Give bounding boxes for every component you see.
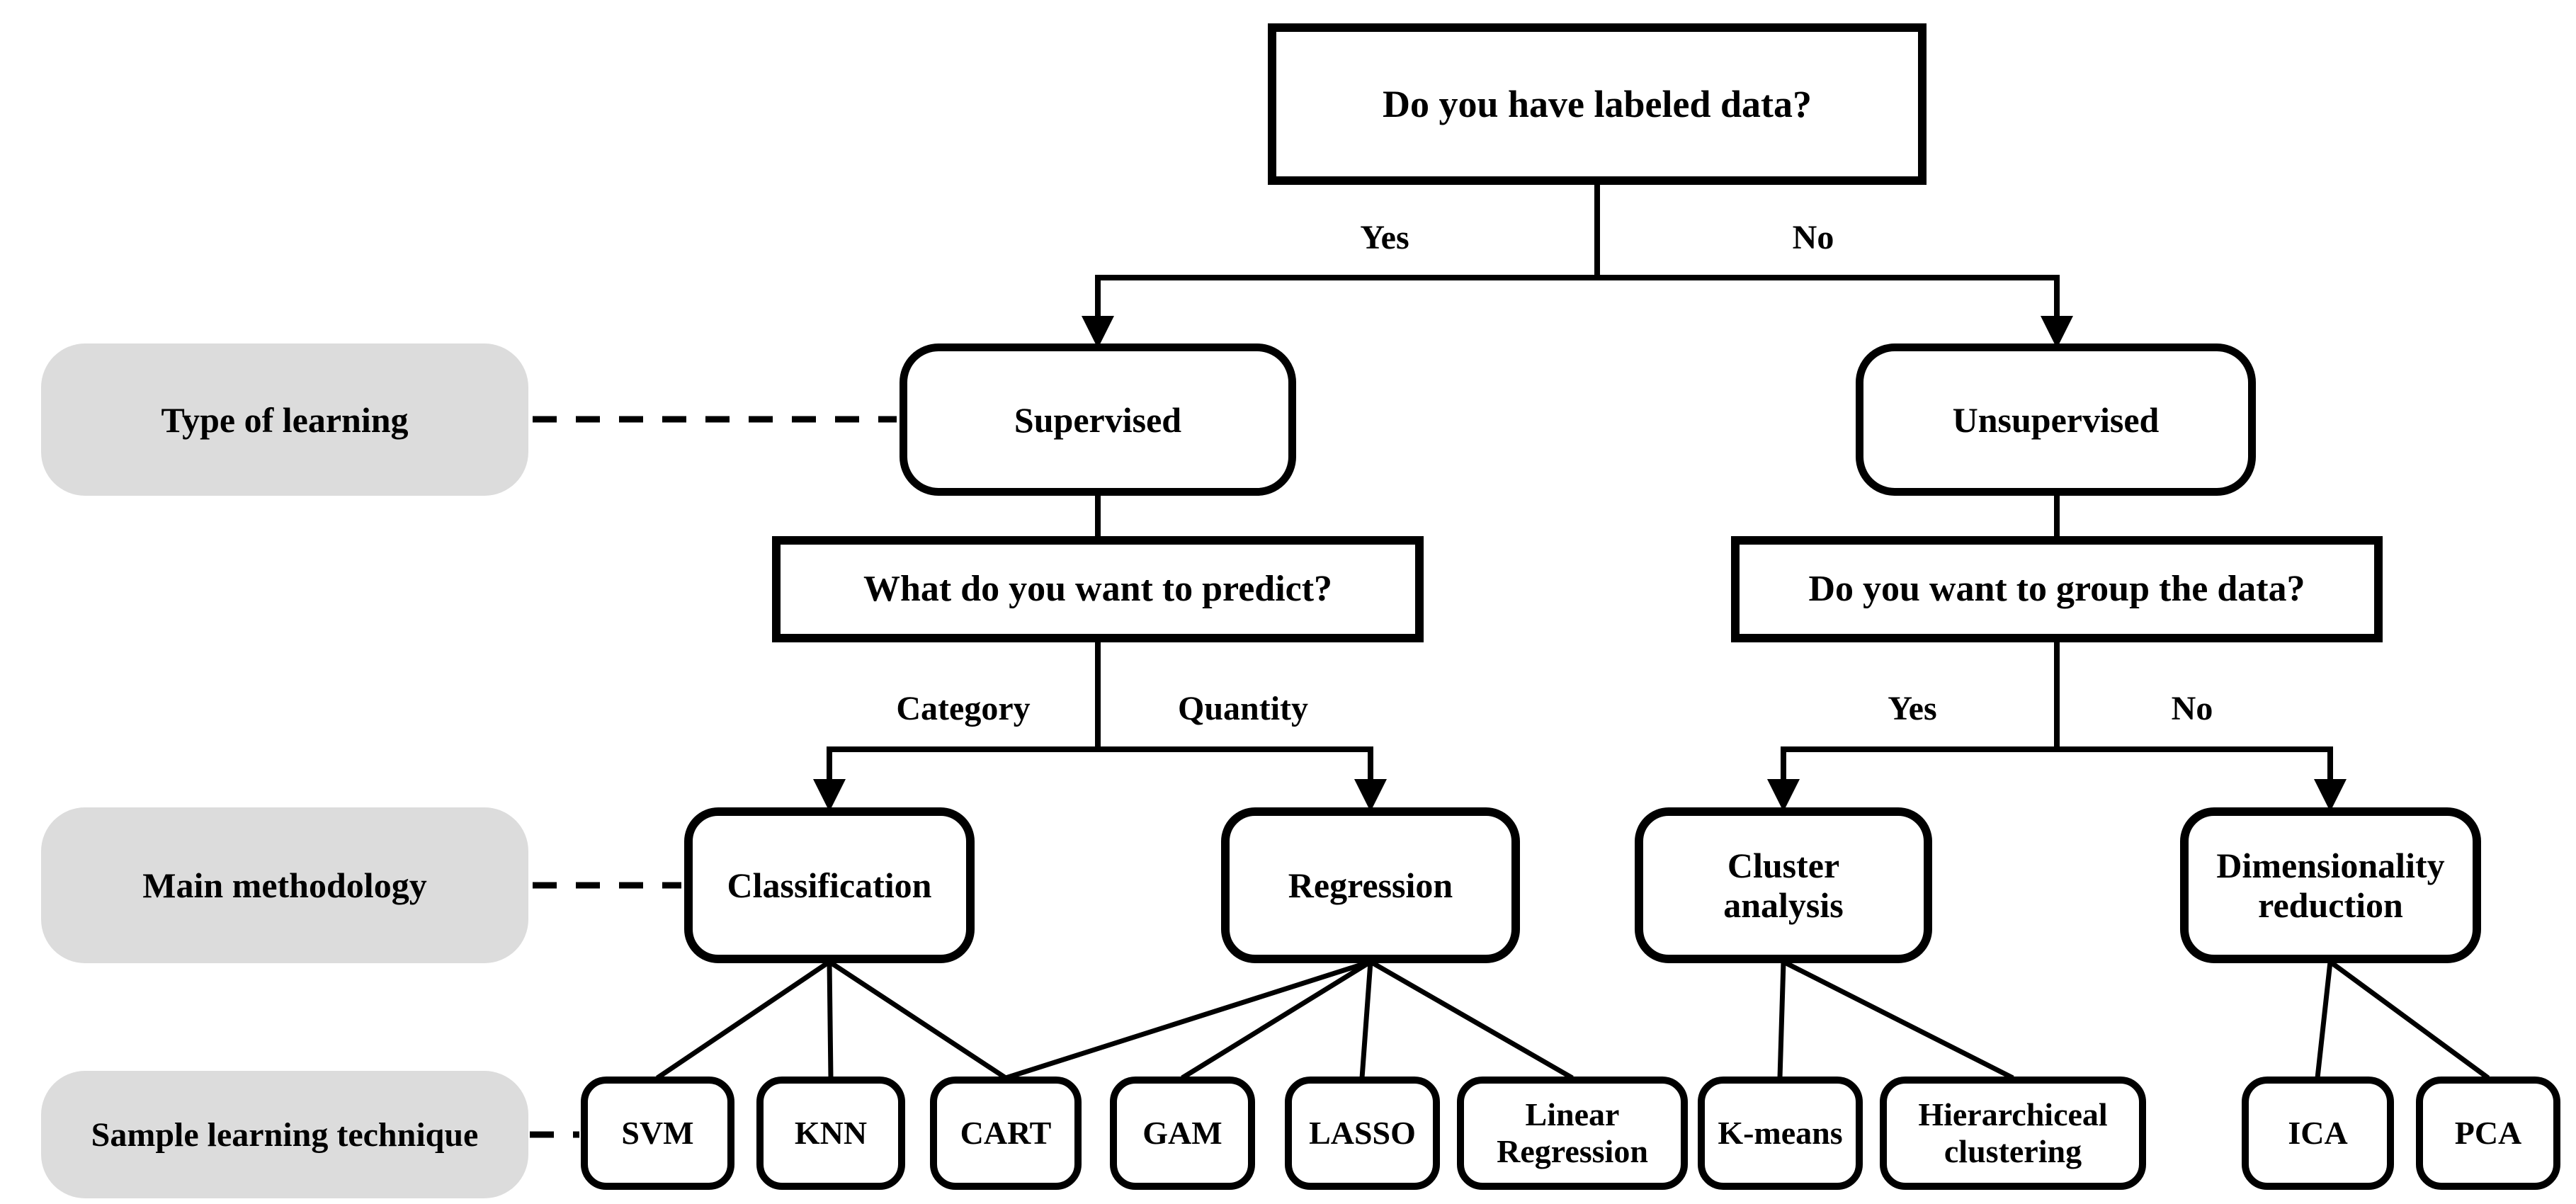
edge-cluster-hierarchical [1782, 959, 2014, 1081]
arrowhead-dimensionality-reduction [2314, 779, 2347, 812]
edge-dimred-pca [2328, 960, 2490, 1080]
edge-label-group-no: No [2171, 689, 2213, 727]
node-cluster-analysis: Cluster analysis [1635, 807, 1932, 963]
node-technique-lasso: LASSO [1285, 1077, 1440, 1190]
row-label-type-of-learning: Type of learning [41, 343, 528, 496]
edge-classification-knn [827, 961, 834, 1079]
node-unsupervised: Unsupervised [1856, 343, 2256, 496]
node-supervised: Supervised [900, 343, 1296, 496]
node-technique-cart: CART [930, 1077, 1082, 1190]
node-root-question: Do you have labeled data? [1268, 23, 1927, 185]
arrowhead-classification [813, 779, 846, 812]
edge-regression-gam [1181, 960, 1372, 1080]
edge-regression-cart [1004, 959, 1372, 1081]
edge-classification-svm [656, 960, 831, 1080]
arrowhead-unsupervised [2041, 316, 2073, 348]
node-technique-svm: SVM [581, 1077, 734, 1190]
edge-label-root-yes: Yes [1360, 218, 1409, 256]
node-technique-pca: PCA [2416, 1077, 2560, 1190]
edge-regression-lasso [1359, 961, 1373, 1079]
node-technique-gam: GAM [1110, 1077, 1255, 1190]
edge-dimred-ica [2315, 961, 2333, 1079]
row-label-sample-learning-technique: Sample learning technique [41, 1071, 528, 1198]
node-dimensionality-reduction: Dimensionality reduction [2180, 807, 2481, 963]
node-technique-hierarchical-clustering: Hierarchiceal clustering [1880, 1077, 2146, 1190]
node-predict-question: What do you want to predict? [772, 536, 1424, 642]
node-technique-knn: KNN [756, 1077, 905, 1190]
node-group-question: Do you want to group the data? [1731, 536, 2383, 642]
node-technique-ica: ICA [2242, 1077, 2394, 1190]
edge-label-quantity: Quantity [1177, 689, 1309, 727]
edge-label-group-yes: Yes [1888, 689, 1937, 727]
edge-label-root-no: No [1792, 218, 1834, 256]
arrowhead-cluster-analysis [1767, 779, 1800, 812]
edge-cluster-kmeans [1777, 961, 1786, 1079]
node-classification: Classification [684, 807, 975, 963]
row-label-main-methodology: Main methodology [41, 807, 528, 963]
edge-label-category: Category [896, 689, 1031, 727]
edge-classification-cart [828, 960, 1007, 1080]
arrowhead-supervised [1082, 316, 1114, 348]
node-technique-kmeans: K-means [1698, 1077, 1863, 1190]
node-technique-linear-regression: Linear Regression [1457, 1077, 1688, 1190]
node-regression: Regression [1221, 807, 1520, 963]
arrowhead-regression [1354, 779, 1387, 812]
edge-regression-linear-regression [1369, 959, 1574, 1081]
